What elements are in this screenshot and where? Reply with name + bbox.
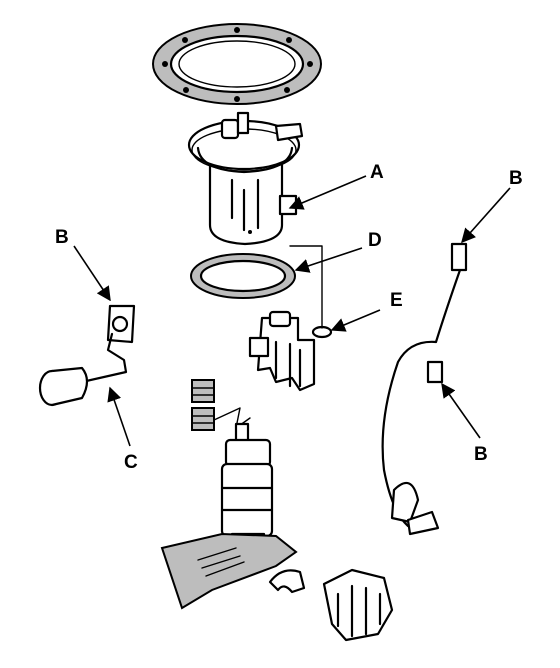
callout-b-right-top: B — [509, 168, 523, 189]
fuel-level-sender — [38, 304, 136, 407]
pump-module-assembly — [187, 111, 304, 246]
leader-a — [288, 175, 367, 210]
callout-b-right-bottom: B — [474, 444, 488, 465]
leader-d — [294, 247, 363, 273]
callout-d: D — [368, 230, 382, 251]
wire-harness — [381, 242, 468, 536]
fuel-pump-motor — [220, 422, 274, 546]
filter-pieces — [191, 379, 215, 431]
leader-e — [330, 309, 381, 332]
callout-leaders — [73, 175, 511, 447]
callout-b-left: B — [55, 227, 69, 248]
o-ring-seal — [190, 253, 296, 299]
callout-c: C — [124, 452, 138, 473]
leader-b-right-top — [461, 187, 511, 244]
fuel-strainer — [160, 532, 298, 610]
regulator-bracket — [248, 310, 316, 392]
callout-e: E — [390, 290, 403, 311]
leader-c — [107, 386, 131, 447]
leader-b-right-bottom — [441, 382, 481, 439]
top-gasket — [152, 23, 322, 105]
pump-bracket-holder — [322, 568, 394, 642]
callout-a: A — [370, 162, 384, 183]
retaining-clip — [268, 569, 306, 594]
leader-b-left — [73, 245, 111, 302]
